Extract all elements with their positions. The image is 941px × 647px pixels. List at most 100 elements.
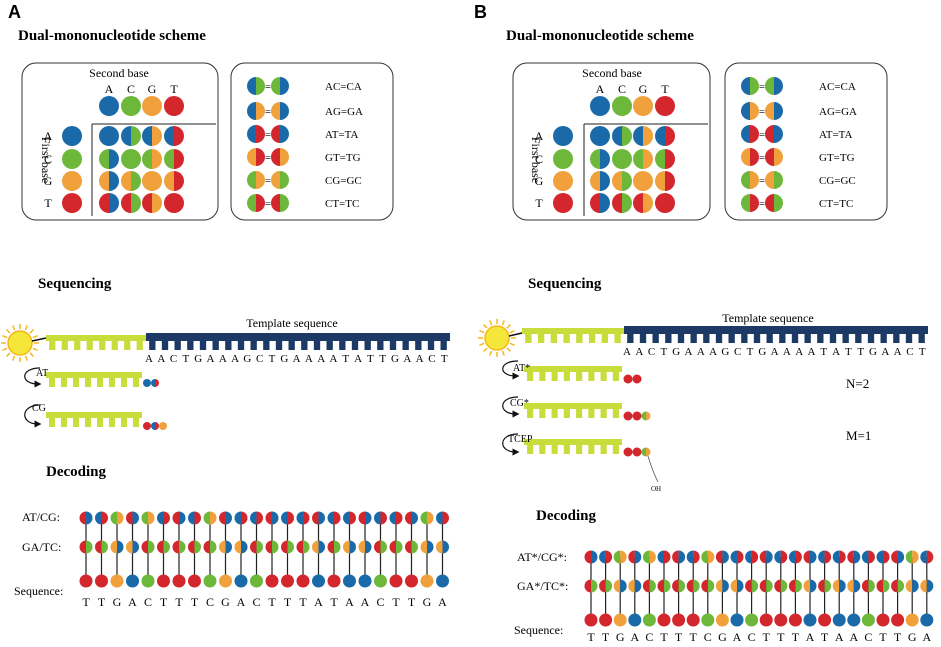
decode-row2-circle (141, 540, 155, 554)
decode-sequence-circle (774, 613, 788, 627)
decoded-base-letter: A (849, 630, 858, 644)
row-base-G-circle (553, 171, 573, 191)
column-base-A-circle (99, 96, 119, 116)
decoded-base-letter: T (690, 630, 698, 644)
panel-a-step1-label: AT (36, 368, 48, 379)
decode-row2-circle (788, 579, 802, 593)
pair-circle-GA (271, 102, 289, 120)
decode-sequence-circle (157, 574, 170, 588)
decode-sequence-circle (818, 613, 832, 627)
decoded-base-letter: G (718, 630, 727, 644)
step-arrow (24, 404, 42, 428)
panel-a-first-base-label: First base (39, 137, 53, 183)
decode-row2-circle (265, 540, 279, 554)
panel-a-letter: A (8, 2, 21, 22)
decode-sequence-circle (920, 613, 934, 627)
grid-circle-TG (633, 193, 653, 213)
decoded-base-letter: T (821, 630, 829, 644)
pair-circle-TC (271, 194, 289, 212)
column-base-letter: C (618, 82, 626, 96)
panel-a-column-circles (99, 96, 184, 116)
panel-b-row2-label: GA*/TC*: (517, 579, 568, 593)
decode-row1-circle (250, 511, 263, 525)
panel-b-step3-label: TCEP (508, 434, 533, 445)
decode-row2-circle (219, 540, 233, 554)
decoded-base-letter: T (191, 595, 199, 609)
decode-row1-circle (95, 511, 108, 525)
decode-sequence-circle (312, 574, 325, 588)
decode-row2-circle (584, 579, 598, 593)
decode-row1-circle (312, 511, 325, 525)
template-base-letter: A (709, 346, 717, 358)
decode-row2-circle (920, 579, 934, 593)
panel-a-sequence-label: Sequence: (14, 584, 63, 598)
pair-equation: CG=GC (819, 175, 856, 187)
template-base-letter: T (379, 353, 386, 365)
decoded-base-letter: A (128, 595, 137, 609)
decode-sequence-circle (374, 574, 387, 588)
oh-connector (647, 455, 659, 483)
decoded-base-letter: G (908, 630, 917, 644)
equals-sign: = (759, 81, 765, 93)
panel-b-sequence-label: Sequence: (514, 623, 563, 637)
decode-sequence-circle (759, 613, 773, 627)
decode-row1-circle (672, 550, 686, 564)
decode-row1-circle (110, 511, 124, 525)
equals-sign: = (265, 152, 271, 164)
decode-row2-circle (296, 540, 310, 554)
added-pair-CG (641, 411, 651, 421)
template-base-letter: G (194, 353, 202, 365)
equals-sign: = (265, 129, 271, 141)
decode-sequence-circle (701, 613, 715, 627)
decode-row2-circle (642, 579, 656, 593)
decoded-base-letter: T (777, 630, 785, 644)
decoded-base-letter: G (113, 595, 122, 609)
decode-row1-circle (759, 550, 773, 564)
grid-circle-CA (99, 149, 119, 169)
pair-circle-TA (271, 125, 289, 143)
decode-row1-circle (803, 550, 817, 564)
decode-sequence-circle (219, 574, 232, 588)
decode-sequence-circle (265, 574, 279, 588)
decoded-base-letter: T (268, 595, 276, 609)
decoded-base-letter: T (675, 630, 683, 644)
pair-circle-GC (765, 171, 783, 189)
pair-circle-TC (765, 194, 783, 212)
template-base-letter: T (845, 346, 852, 358)
decode-sequence-circle (628, 613, 642, 627)
decode-sequence-circle (436, 574, 449, 588)
decode-row1-circle (832, 550, 846, 564)
decode-row2-circle (389, 540, 403, 554)
template-base-letter: A (403, 353, 411, 365)
pair-circle-GA (765, 102, 783, 120)
decode-sequence-circle (327, 574, 341, 588)
panel-b-decoding-title: Decoding (536, 508, 597, 524)
template-base-letter: A (207, 353, 215, 365)
decode-row2-circle (803, 579, 817, 593)
decoded-base-letter: T (175, 595, 183, 609)
grid-circle-AA (99, 126, 119, 146)
template-base-letter: T (919, 346, 926, 358)
grid-circle-TC (121, 193, 141, 213)
pair-equation: AG=GA (325, 106, 363, 118)
pair-circle-CT (247, 194, 265, 212)
decode-sequence-circle (405, 574, 418, 588)
decode-row2-circle (110, 540, 124, 554)
equals-sign: = (759, 198, 765, 210)
light-source-icon (478, 319, 516, 357)
decode-row1-circle (905, 550, 919, 564)
decoded-base-letter: A (361, 595, 370, 609)
column-base-letter: C (127, 82, 135, 96)
decode-sequence-circle (584, 613, 598, 627)
decoded-base-letter: T (587, 630, 595, 644)
decode-row2-circle (759, 579, 773, 593)
panel-b-first-base-label: First base (529, 137, 543, 183)
equals-sign: = (759, 106, 765, 118)
row-base-letter: A (44, 129, 53, 143)
decoded-base-letter: T (660, 630, 668, 644)
row-base-letter: C (44, 152, 52, 166)
decode-sequence-circle (141, 574, 155, 588)
decode-row1-circle (296, 511, 310, 525)
